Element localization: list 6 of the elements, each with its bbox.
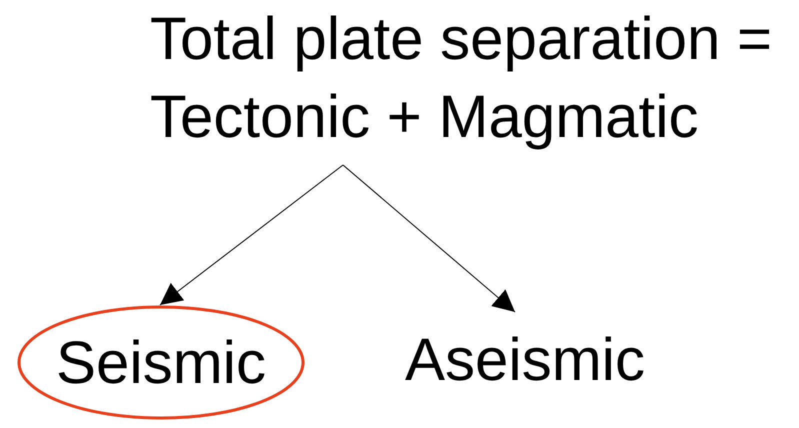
arrow: [160, 164, 344, 306]
node-label: Aseismic: [404, 324, 646, 394]
heading-text: Total plate separation = Tectonic + Magmatic: [150, 4, 774, 152]
arrow: [342, 164, 516, 312]
ellipse-node: [17, 305, 305, 420]
node-label: Seismic: [56, 328, 266, 398]
